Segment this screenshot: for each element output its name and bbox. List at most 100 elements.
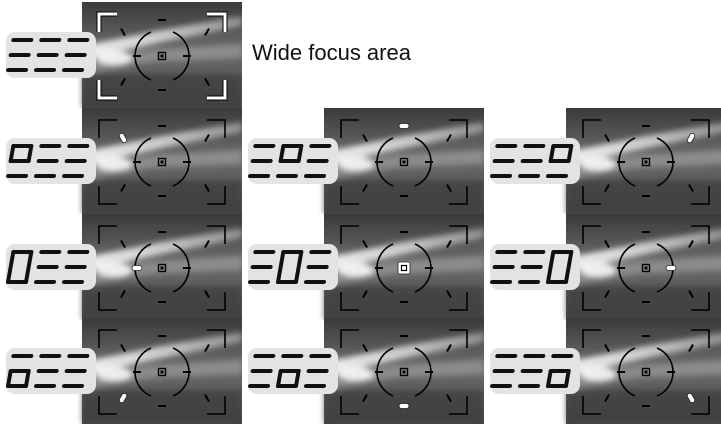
lcd-indicator (489, 348, 580, 394)
center-square (399, 367, 409, 377)
focus-sensor-top-left (604, 240, 610, 248)
frame-corner-tl (582, 329, 601, 348)
segment-left (545, 250, 556, 284)
frame-corner-tl (97, 12, 117, 32)
segment-lower-right (563, 369, 571, 388)
focus-sensor-bottom-right (204, 78, 210, 86)
light-streak (566, 228, 721, 272)
sensor-dash (642, 301, 650, 303)
focus-sensor-bottom-left (120, 184, 126, 192)
sensor-dash (617, 371, 625, 373)
frame-corner-tl (582, 225, 601, 244)
center-square (641, 157, 651, 167)
segment-lower-left (545, 369, 553, 388)
focus-sensor-bottom-left (362, 184, 368, 192)
focus-sensor-top-right (688, 240, 694, 248)
sensor-dash (400, 301, 408, 303)
frame-corner-br (207, 186, 226, 205)
center-dot (644, 370, 648, 374)
center-dot (644, 266, 648, 270)
frame-corner-tr (691, 119, 710, 138)
frame-corner-br (207, 292, 226, 311)
light-streak (324, 228, 484, 272)
focus-sensor-bottom-right (446, 394, 452, 402)
light-streak (82, 16, 242, 60)
segment-upper-right (26, 144, 34, 163)
sensor-dash (604, 290, 610, 298)
frame-corner-tr (207, 119, 226, 138)
light-streak (82, 122, 242, 166)
sensor-dash (120, 240, 126, 248)
sensor-dash (120, 28, 126, 36)
focus-sensor-top (642, 125, 650, 127)
viewfinder-bottom-center (247, 318, 484, 424)
frame-corner-br (449, 396, 468, 415)
focus-sensor-top-left (362, 344, 368, 352)
bright-spot (96, 157, 132, 171)
frame-corner-bl (98, 396, 117, 415)
focus-sensor-bottom (158, 195, 166, 197)
segment-upper-left (8, 144, 16, 163)
sensor-dash (204, 184, 210, 192)
focus-sensor-bottom-right (204, 290, 210, 298)
lcd-digit-3 (545, 250, 574, 284)
sensor-dash (204, 28, 210, 36)
sensor-dash (183, 371, 191, 373)
sensor-dash (604, 240, 610, 248)
sensor-dash (642, 195, 650, 197)
frame-corner-bl (582, 292, 601, 311)
focus-sensor-left (375, 371, 383, 373)
segment-upper-right (566, 144, 574, 163)
viewfinder-bottom-left (5, 318, 242, 424)
focus-sensor-bottom-left (362, 290, 368, 298)
lcd-digit-2 (33, 144, 62, 178)
active-sensor-marker (398, 403, 410, 409)
sensor-dash (446, 290, 452, 298)
focus-sensor-bottom (400, 195, 408, 197)
panel-wide-focus (2, 2, 242, 108)
lcd-digit-1 (247, 144, 276, 178)
lcd-digit-3 (303, 354, 332, 388)
bright-spot (580, 263, 616, 277)
focus-sensor-top (642, 231, 650, 233)
lcd-indicator (489, 244, 580, 290)
lcd-digit-2 (275, 144, 304, 178)
focus-sensor-bottom-left (120, 78, 126, 86)
active-sensor-marker (686, 132, 696, 144)
focus-sensor-top-right (446, 134, 452, 142)
frame-corner-br (207, 80, 227, 100)
frame-corner-tr (449, 119, 468, 138)
bright-spot (338, 157, 374, 171)
viewfinder-top-left (5, 108, 242, 214)
focus-sensor-top-right (446, 344, 452, 352)
center-square (157, 157, 167, 167)
lcd-digit-2 (517, 250, 546, 284)
focus-sensor-right (183, 161, 191, 163)
focus-sensor-bottom (642, 195, 650, 197)
sensor-dash (375, 371, 383, 373)
center-square (641, 263, 651, 273)
sensor-dash (120, 78, 126, 86)
center-square (157, 263, 167, 273)
lcd-background (248, 244, 338, 290)
focus-sensor-top (158, 231, 166, 233)
lcd-digit-3 (303, 144, 332, 178)
sensor-dash (120, 184, 126, 192)
focus-sensor-left (375, 161, 383, 163)
focus-sensor-top-right (204, 240, 210, 248)
viewfinder-mid-left (5, 214, 242, 320)
focus-sensor-bottom (158, 301, 166, 303)
active-sensor-marker (665, 265, 677, 271)
sensor-dash (688, 184, 694, 192)
frame-corner-tl (98, 119, 117, 138)
segment-upper-left (548, 144, 556, 163)
sensor-dash (362, 134, 368, 142)
sensor-dash (362, 344, 368, 352)
sensor-dash (425, 371, 433, 373)
panel-mid-right (486, 214, 721, 320)
focus-sensor-bottom-left (604, 394, 610, 402)
sensor-dash (362, 240, 368, 248)
frame-corner-br (449, 292, 468, 311)
sensor-dash (204, 290, 210, 298)
lcd-indicator (247, 348, 338, 394)
